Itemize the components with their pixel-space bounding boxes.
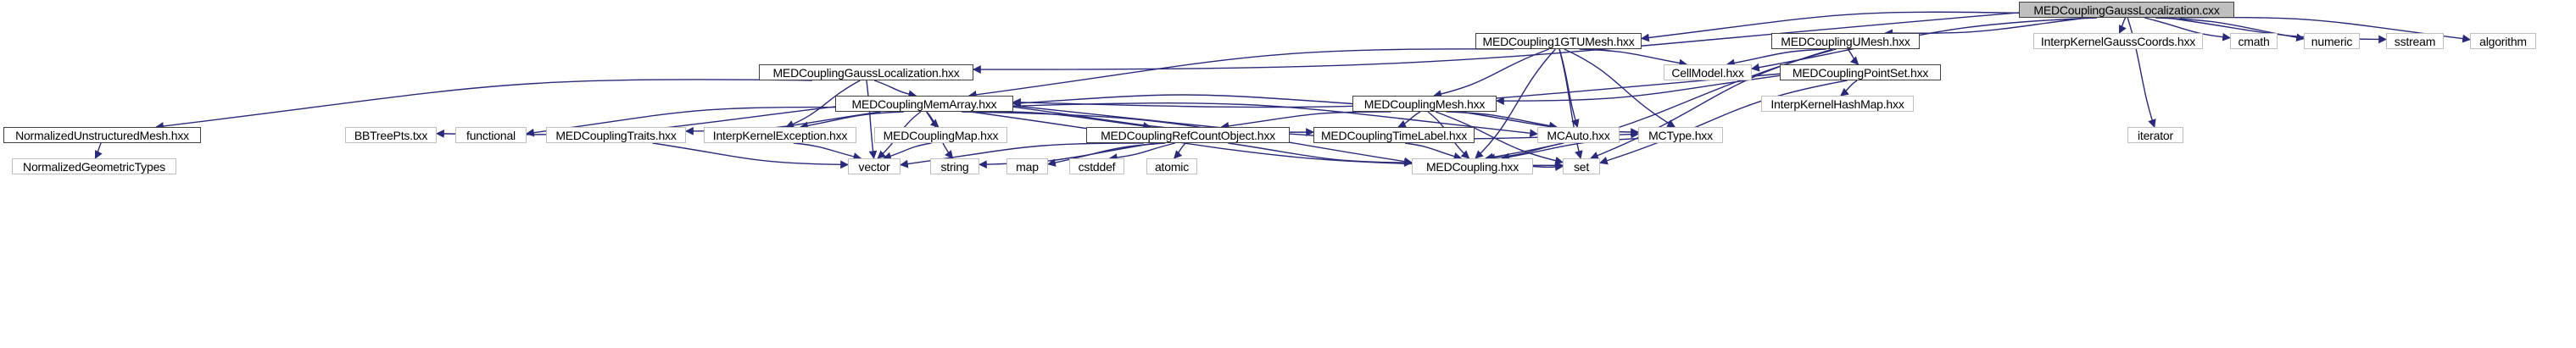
graph-node-timelabel[interactable]: MEDCouplingTimeLabel.hxx — [1313, 127, 1475, 143]
graph-node-mctype[interactable]: MCType.hxx — [1638, 127, 1723, 143]
edges — [94, 11, 2471, 172]
graph-node-gausslocal[interactable]: MEDCouplingGaussLocalization.hxx — [759, 64, 973, 80]
graph-node-cmath[interactable]: cmath — [2230, 33, 2278, 49]
graph-node-umesh[interactable]: MEDCouplingUMesh.hxx — [1771, 33, 1920, 49]
edge-gausslocal-to-ikexcept — [785, 80, 861, 129]
graph-node-mcauto[interactable]: MCAuto.hxx — [1537, 127, 1620, 143]
edge-refcount-to-atomic — [1174, 142, 1186, 159]
edge-root-to-gausslocal — [973, 12, 2020, 74]
graph-node-gtumesh[interactable]: MEDCoupling1GTUMesh.hxx — [1475, 33, 1642, 49]
graph-node-cellmodel[interactable]: CellModel.hxx — [1664, 64, 1752, 80]
edge-timelabel-to-medcoupling — [1404, 142, 1463, 161]
graph-node-functional[interactable]: functional — [455, 127, 527, 143]
graph-node-gausscoords[interactable]: InterpKernelGaussCoords.hxx — [2033, 33, 2203, 49]
graph-node-bbtreepts[interactable]: BBTreePts.txx — [345, 127, 437, 143]
edge-root-to-gtumesh — [1641, 11, 2020, 42]
edge-root-to-cmath — [2144, 17, 2231, 41]
graph-node-atomic[interactable]: atomic — [1146, 158, 1197, 174]
edge-refcount-to-cstddef — [1108, 142, 1175, 162]
graph-node-memarray[interactable]: MEDCouplingMemArray.hxx — [835, 96, 1013, 112]
graph-node-string[interactable]: string — [930, 158, 979, 174]
edge-mcmap-to-vector — [883, 142, 932, 161]
edge-gtumesh-to-medcoupling — [1475, 48, 1556, 159]
edge-gtumesh-to-mesh — [1433, 48, 1550, 98]
edge-root-to-gausscoords — [2118, 17, 2127, 34]
graph-node-normgeom[interactable]: NormalizedGeometricTypes — [12, 158, 176, 174]
edge-root-to-iterator — [2127, 17, 2156, 128]
graph-node-vector[interactable]: vector — [848, 158, 900, 174]
edge-umesh-to-set — [1590, 48, 1837, 160]
graph-node-medcoupling[interactable]: MEDCoupling.hxx — [1412, 158, 1533, 174]
graph-node-pointset[interactable]: MEDCouplingPointSet.hxx — [1780, 64, 1941, 80]
graph-node-cstddef[interactable]: cstddef — [1069, 158, 1124, 174]
graph-node-root[interactable]: MEDCouplingGaussLocalization.cxx — [2019, 2, 2234, 18]
graph-node-traits[interactable]: MEDCouplingTraits.hxx — [546, 127, 686, 143]
graph-node-mcmap[interactable]: MEDCouplingMap.hxx — [874, 127, 1007, 143]
graph-node-map[interactable]: map — [1006, 158, 1048, 174]
edge-mesh-to-memarray — [1012, 94, 1353, 108]
edge-gtumesh-to-memarray — [967, 48, 1514, 99]
graph-node-mesh[interactable]: MEDCouplingMesh.hxx — [1352, 96, 1497, 112]
edge-refcount-to-map — [1047, 142, 1166, 167]
edge-refcount-to-medcoupling — [1228, 142, 1413, 167]
edge-gausslocal-to-memarray — [873, 80, 917, 99]
graph-node-hashmap[interactable]: InterpKernelHashMap.hxx — [1761, 96, 1914, 112]
graph-node-set[interactable]: set — [1563, 158, 1600, 174]
edge-pointset-to-set — [1599, 80, 1848, 165]
edge-gausslocal-to-vector — [866, 80, 878, 159]
graph-node-normunstr[interactable]: NormalizedUnstructuredMesh.hxx — [3, 127, 201, 143]
edge-mesh-to-set — [1435, 111, 1564, 165]
edge-root-to-cellmodel — [1751, 17, 2098, 72]
edge-ikexcept-to-vector — [793, 142, 862, 161]
edge-pointset-to-hashmap — [1840, 80, 1858, 97]
edge-traits-to-vector — [652, 142, 849, 169]
graph-node-numeric[interactable]: numeric — [2304, 33, 2360, 49]
edge-gtumesh-to-cellmodel — [1579, 48, 1688, 68]
edge-mcauto-to-medcoupling — [1486, 142, 1564, 163]
edge-normunstr-to-normgeom — [94, 142, 103, 159]
edge-umesh-to-cellmodel — [1726, 48, 1826, 68]
edge-pointset-to-mesh — [1496, 75, 1781, 106]
graph-node-iterator[interactable]: iterator — [2127, 127, 2183, 143]
edge-memarray-to-functional — [526, 106, 836, 137]
edge-gtumesh-to-set — [1558, 48, 1583, 159]
edge-mesh-to-timelabel — [1397, 111, 1421, 128]
edge-medcoupling-to-set — [1532, 163, 1564, 172]
edge-gausslocal-to-normunstr — [155, 79, 812, 130]
edge-mesh-to-refcount — [1220, 111, 1391, 130]
graph-node-sstream[interactable]: sstream — [2386, 33, 2444, 49]
graph-node-algorithm[interactable]: algorithm — [2470, 33, 2536, 49]
graph-node-ikexcept[interactable]: InterpKernelException.hxx — [704, 127, 856, 143]
edge-memarray-to-medcoupling — [962, 111, 1413, 166]
edge-gtumesh-to-mctype — [1564, 48, 1676, 128]
edge-memarray-to-ikexcept — [800, 111, 905, 130]
edge-umesh-to-pointset — [1847, 48, 1860, 65]
graph-node-refcount[interactable]: MEDCouplingRefCountObject.hxx — [1086, 127, 1290, 143]
